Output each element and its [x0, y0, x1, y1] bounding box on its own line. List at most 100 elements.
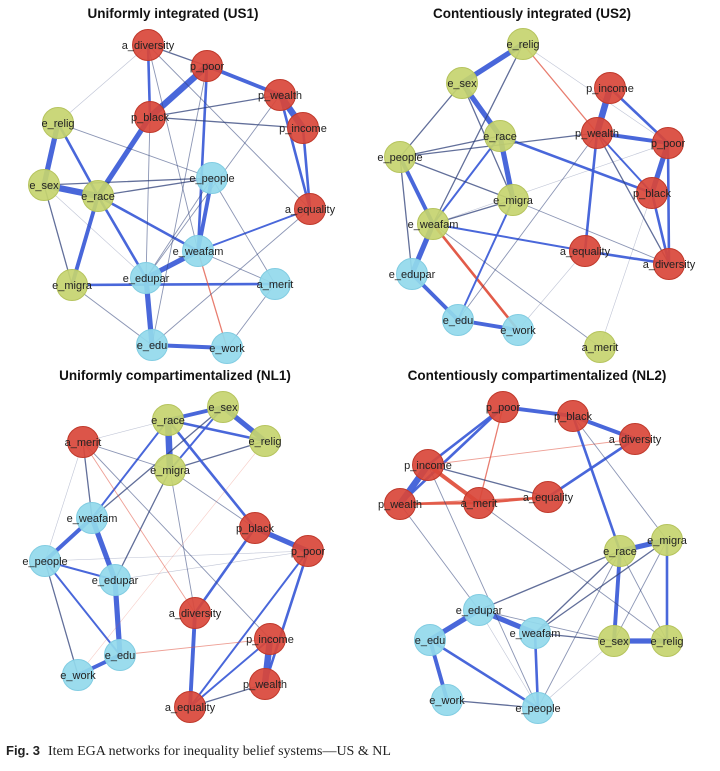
node-e_edu: e_edu	[442, 304, 474, 336]
node-p_poor: p_poor	[651, 127, 686, 159]
edge-e_migra-p_black	[169, 469, 256, 529]
node-circle	[651, 524, 683, 556]
edge-e_edupar-p_poor	[114, 550, 309, 581]
node-circle	[99, 564, 131, 596]
node-label: p_black	[633, 188, 671, 200]
node-label: a_diversity	[643, 259, 696, 271]
node-label: e_edupar	[92, 575, 139, 587]
node-e_work: e_work	[60, 659, 96, 691]
node-p_wealth: p_wealth	[575, 117, 619, 149]
edge-e_weafam-e_race	[534, 550, 621, 634]
edge-p_income-a_equality	[427, 464, 549, 498]
edge-e_race-e_relig	[166, 418, 267, 443]
node-e_relig: e_relig	[506, 28, 540, 60]
node-e_migra: e_migra	[150, 454, 191, 486]
node-circle	[384, 488, 416, 520]
node-p_poor: p_poor	[291, 535, 325, 567]
node-p_black: p_black	[633, 177, 671, 209]
node-e_edupar: e_edupar	[389, 258, 436, 290]
edge-e_people-e_edu	[44, 560, 121, 656]
node-label: p_wealth	[243, 679, 287, 691]
node-circle	[414, 624, 446, 656]
panel-title: Uniformly integrated (US1)	[87, 6, 258, 21]
edge-p_wealth-a_equality	[583, 131, 599, 253]
node-label: e_people	[22, 556, 67, 568]
node-label: p_income	[246, 634, 294, 646]
node-label: e_race	[151, 415, 185, 427]
node-label: e_people	[515, 703, 560, 715]
node-a_diversity: a_diversity	[609, 423, 662, 455]
edge-e_relig-e_people	[57, 122, 213, 179]
node-a_merit: a_merit	[461, 487, 497, 519]
edge-e_race-e_people	[97, 177, 213, 197]
node-circle	[446, 67, 478, 99]
node-e_relig: e_relig	[650, 625, 684, 657]
node-e_weafam: e_weafam	[173, 235, 223, 267]
node-circle	[653, 248, 685, 280]
node-circle	[254, 623, 286, 655]
node-p_wealth: p_wealth	[258, 79, 302, 111]
node-label: e_relig	[650, 636, 683, 648]
node-label: e_relig	[506, 39, 539, 51]
node-label: p_wealth	[378, 499, 422, 511]
node-circle	[196, 162, 228, 194]
node-label: p_income	[404, 460, 452, 472]
node-a_merit: a_merit	[582, 331, 618, 363]
node-circle	[136, 329, 168, 361]
node-label: e_migra	[150, 465, 191, 477]
edge-e_people-p_poor	[44, 550, 309, 562]
node-label: a_equality	[523, 492, 574, 504]
edge-e_weafam-e_work	[431, 222, 520, 332]
node-label: a_diversity	[169, 608, 222, 620]
edge-a_diversity-e_relig	[57, 44, 149, 124]
node-circle	[412, 449, 444, 481]
edge-e_edupar-e_people	[145, 177, 213, 279]
node-label: e_migra	[52, 280, 93, 292]
node-circle	[581, 117, 613, 149]
node-circle	[132, 29, 164, 61]
node-e_edupar: e_edupar	[123, 262, 170, 294]
edge-p_wealth-e_edupar	[399, 503, 480, 611]
node-e_relig: e_relig	[41, 107, 75, 139]
edge-e_migra-a_diversity	[169, 469, 196, 614]
node-label: e_migra	[493, 195, 534, 207]
edge-e_weafam-a_merit	[432, 223, 601, 348]
node-e_people: e_people	[189, 162, 235, 194]
edge-p_income-a_equality	[189, 638, 271, 708]
node-circle	[130, 262, 162, 294]
node-label: p_poor	[651, 138, 686, 150]
node-circle	[42, 107, 74, 139]
node-label: e_edu	[137, 340, 168, 352]
node-e_race: e_race	[81, 180, 115, 212]
node-p_income: p_income	[246, 623, 294, 655]
edge-a_merit-p_black	[599, 192, 653, 348]
edge-e_edupar-e_race	[478, 550, 621, 611]
edge-p_black-e_edupar	[145, 116, 151, 279]
node-label: e_sex	[447, 78, 477, 90]
node-p_poor: p_poor	[190, 50, 224, 82]
figure-caption-text: Item EGA networks for inequality belief …	[47, 744, 391, 759]
node-circle	[294, 193, 326, 225]
node-label: e_edu	[415, 635, 446, 647]
node-e_work: e_work	[209, 332, 245, 364]
edge-a_merit-a_diversity	[82, 441, 196, 614]
node-label: p_black	[554, 411, 592, 423]
node-e_migra: e_migra	[52, 269, 93, 301]
node-a_diversity: a_diversity	[169, 597, 222, 629]
node-e_sex: e_sex	[446, 67, 478, 99]
edge-e_migra-e_edu	[71, 284, 153, 346]
edge-e_people-e_sex	[537, 640, 615, 709]
node-circle	[417, 208, 449, 240]
node-label: p_poor	[486, 402, 521, 414]
edge-e_migra-e_sex	[613, 539, 668, 642]
node-e_weafam: e_weafam	[67, 502, 117, 534]
node-circle	[29, 545, 61, 577]
edge-e_work-e_relig	[77, 440, 266, 676]
edge-e_edu-a_equality	[151, 208, 311, 346]
edge-a_merit-p_income	[82, 441, 271, 640]
node-e_people: e_people	[377, 141, 423, 173]
node-e_race: e_race	[151, 404, 185, 436]
node-circle	[239, 512, 271, 544]
node-a_equality: a_equality	[560, 235, 611, 267]
node-label: e_sex	[599, 636, 629, 648]
